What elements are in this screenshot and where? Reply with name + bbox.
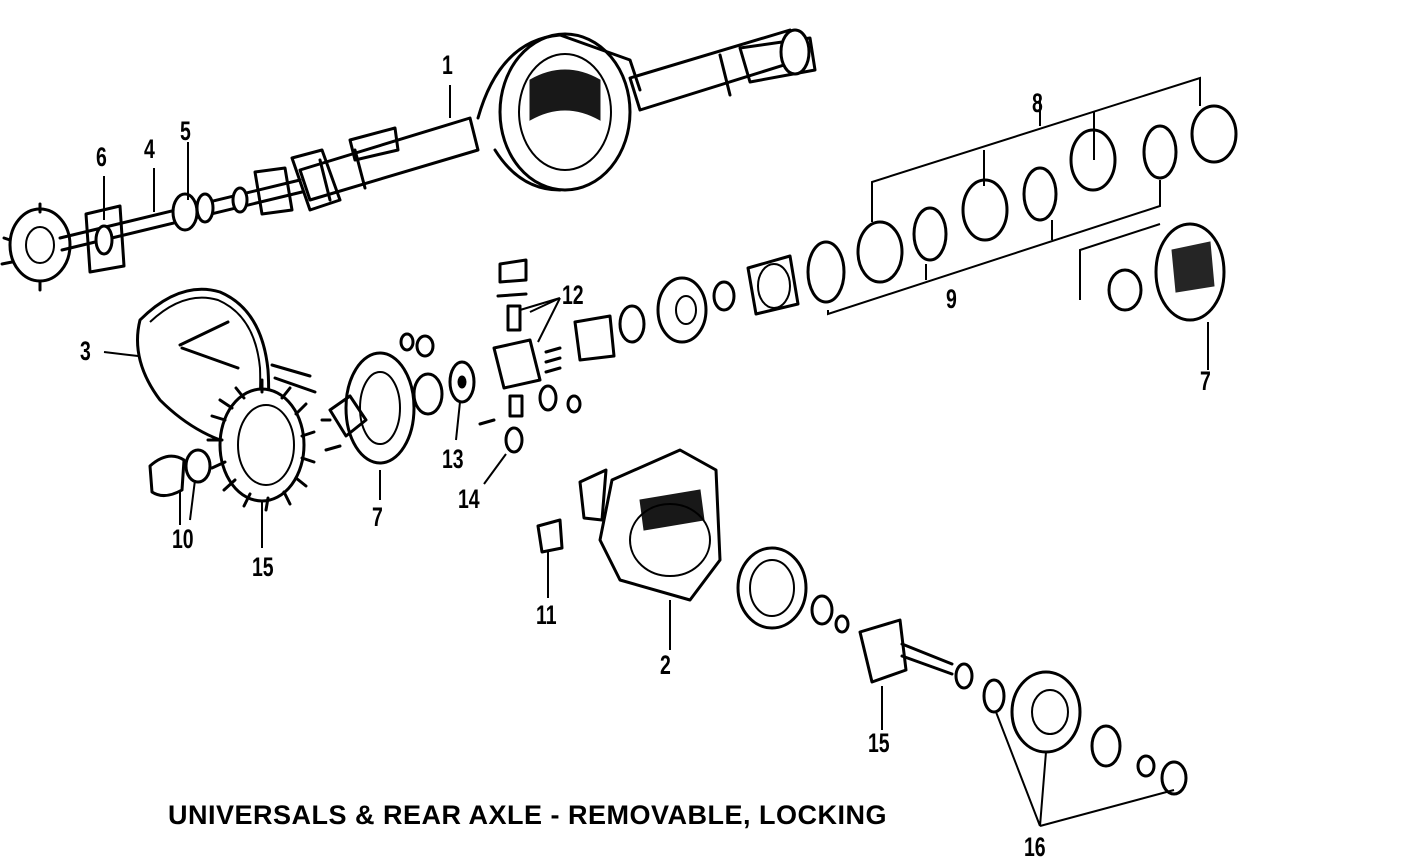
callout-1: 1: [442, 50, 453, 80]
callout-14: 14: [458, 484, 480, 514]
diagram-caption: UNIVERSALS & REAR AXLE - REMOVABLE, LOCK…: [168, 800, 888, 830]
axle-shaft-assembly: [0, 166, 304, 292]
leader-lines: [103, 76, 1209, 827]
ring-gear: [206, 378, 316, 512]
callout-15-left: 15: [252, 552, 274, 582]
callout-15-right: 15: [868, 728, 890, 758]
callout-2: 2: [660, 650, 671, 680]
callout-6: 6: [96, 142, 107, 172]
callout-12: 12: [562, 280, 584, 310]
callout-13: 13: [442, 444, 464, 474]
callout-7-left: 7: [372, 502, 383, 532]
side-gear-and-clutch-parts: [618, 104, 1238, 344]
callout-8: 8: [1032, 88, 1043, 118]
callout-11: 11: [536, 600, 557, 630]
callout-9: 9: [946, 284, 957, 314]
pinion-assembly: [736, 546, 1188, 796]
case-half-right: [1107, 222, 1226, 322]
callout-16: 16: [1024, 832, 1046, 862]
spider-gears-and-pins: [399, 258, 616, 454]
carrier-bearings: [148, 448, 212, 497]
callout-4: 4: [144, 134, 155, 164]
callout-7-right: 7: [1200, 366, 1211, 396]
callout-5: 5: [180, 116, 191, 146]
callout-3: 3: [80, 336, 91, 366]
callout-10: 10: [172, 524, 194, 554]
carrier-housing: [536, 448, 722, 602]
axle-housing: [290, 28, 817, 212]
differential-case: [270, 351, 416, 465]
